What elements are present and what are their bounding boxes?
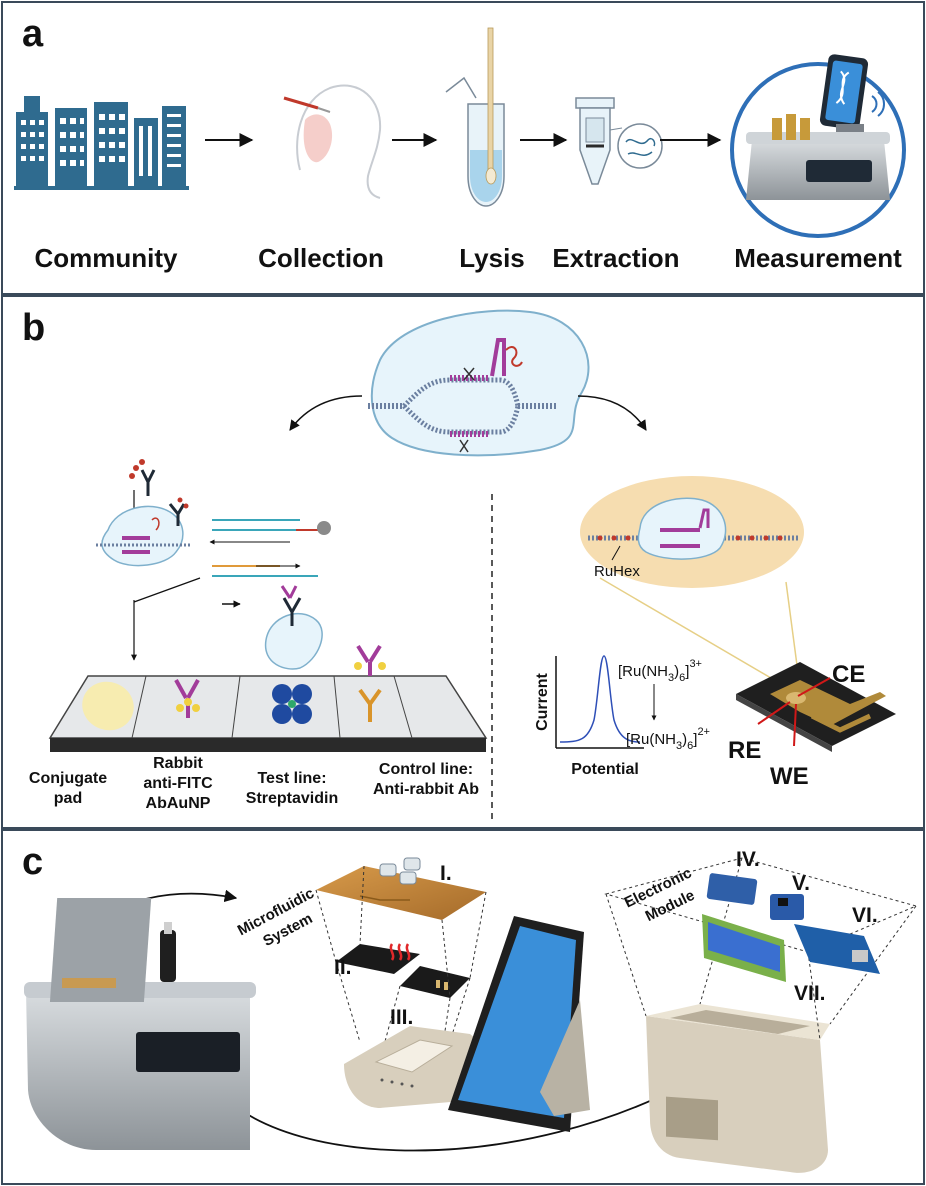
caption-control-2: Anti-rabbit Ab: [373, 781, 479, 798]
panel-a-letter: a: [22, 13, 44, 55]
panel-b-frame: [1, 295, 925, 829]
numeral-iii: III.: [390, 1006, 413, 1029]
numeral-vi: VI.: [852, 904, 878, 927]
caption-conjugate-1: Conjugate: [29, 770, 107, 787]
step-label-community: Community: [35, 243, 179, 273]
numeral-vii: VII.: [794, 982, 826, 1005]
smartphone-photo: [448, 916, 590, 1132]
redox-oxidized: [Ru(NH3)6]3+: [618, 658, 702, 684]
plot-xlabel: Potential: [571, 761, 639, 778]
numeral-iv: IV.: [736, 848, 760, 871]
step-label-lysis: Lysis: [459, 243, 525, 273]
electronic-module-exploded-view: [604, 857, 918, 1041]
numeral-ii: II.: [334, 956, 352, 979]
caption-test-2: Streptavidin: [246, 790, 338, 807]
plot-ylabel: Current: [534, 672, 551, 730]
cas-complex-illustration: [368, 309, 590, 457]
measurement-device-icon: [730, 54, 906, 238]
step-label-extraction: Extraction: [552, 243, 679, 273]
electrode-re-label: RE: [728, 737, 761, 764]
electrode-we-label: WE: [770, 763, 809, 790]
numeral-i: I.: [440, 862, 452, 885]
caption-conjugate-2: pad: [54, 790, 82, 807]
numeral-v: V.: [792, 872, 810, 895]
electrochemical-illustration: [555, 476, 896, 752]
arrow-b-left: [289, 395, 363, 431]
ruhex-label: RuHex: [594, 563, 640, 580]
nasal-swab-head-icon: [283, 84, 382, 199]
lysis-tube-icon: [445, 27, 505, 207]
step-label-collection: Collection: [258, 243, 384, 273]
redox-reduced: [Ru(NH3)6]2+: [626, 726, 710, 752]
panel-c-frame: [1, 829, 925, 1185]
panel-b-letter: b: [22, 307, 45, 349]
lateral-flow-illustration: [48, 459, 488, 752]
panel-a-frame: [1, 1, 925, 295]
assembled-device-photo: [24, 898, 256, 1150]
caption-test-1: Test line:: [257, 770, 326, 787]
panel-c-letter: c: [22, 841, 43, 883]
caption-control-1: Control line:: [379, 761, 473, 778]
caption-rabbit-3: AbAuNP: [146, 795, 211, 812]
community-buildings-icon: [14, 96, 189, 190]
step-label-measurement: Measurement: [734, 243, 902, 273]
caption-rabbit-2: anti-FITC: [143, 775, 213, 792]
beige-enclosure-photo: [646, 1004, 830, 1173]
extraction-tube-icon: [575, 97, 663, 185]
arrow-b-right: [577, 395, 647, 431]
caption-rabbit-1: Rabbit: [153, 755, 203, 772]
electrode-ce-label: CE: [832, 661, 865, 688]
